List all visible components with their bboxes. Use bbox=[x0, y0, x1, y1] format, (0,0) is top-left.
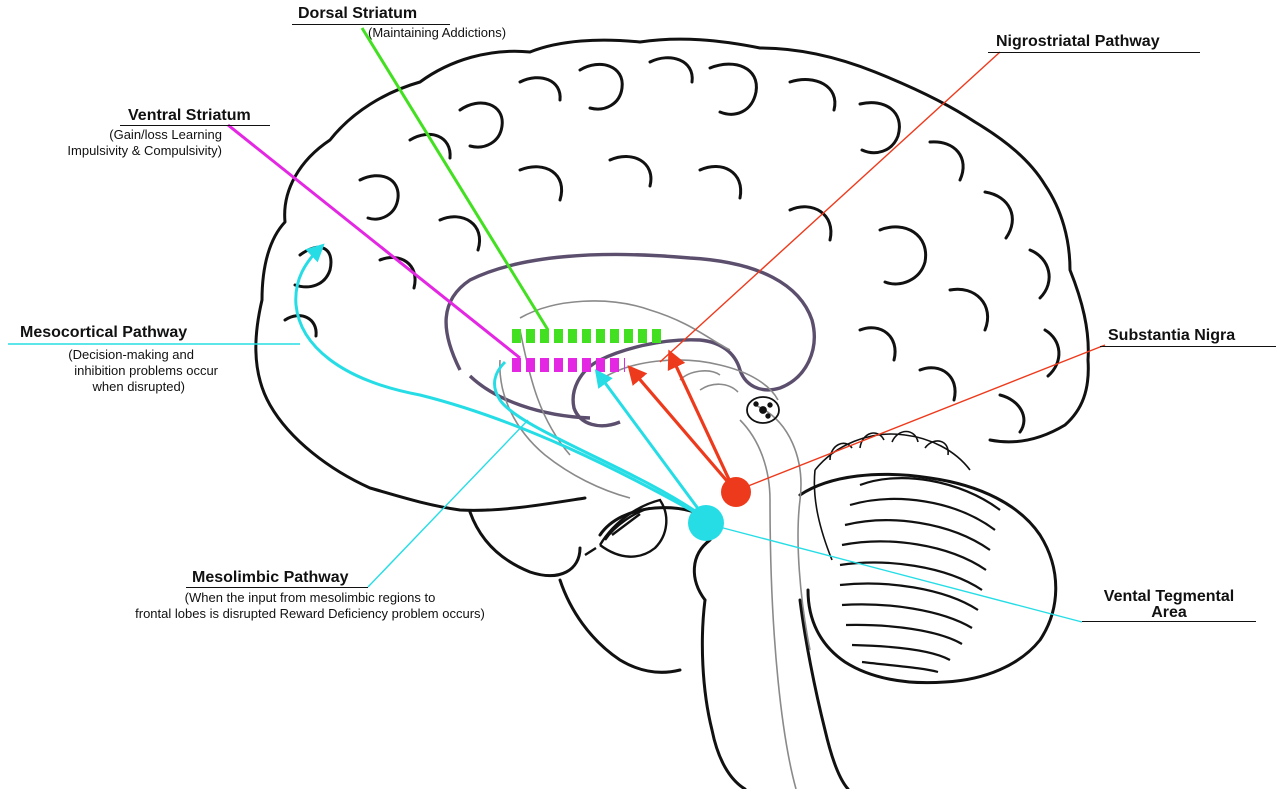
pituitary-icon bbox=[584, 498, 668, 558]
mesocortical-desc-3: when disrupted) bbox=[92, 379, 186, 394]
vta-rule bbox=[1082, 621, 1256, 622]
dorsal-striatum-rule bbox=[292, 24, 450, 25]
ventral-striatum-leader bbox=[227, 123, 521, 360]
nigrostriatal-arrow-1 bbox=[627, 365, 735, 490]
dorsal-striatum-desc: (Maintaining Addictions) bbox=[368, 25, 507, 40]
substantia-nigra-rule bbox=[1100, 346, 1276, 347]
cerebellum-folia bbox=[839, 477, 1001, 674]
substantia-nigra-title: Substantia Nigra bbox=[1108, 327, 1236, 344]
substantia-nigra-leader bbox=[737, 344, 1106, 491]
mesocortical-title: Mesocortical Pathway bbox=[20, 324, 188, 341]
substantia-nigra-dot bbox=[721, 477, 751, 507]
ventral-striatum-desc-1: (Gain/loss Learning bbox=[109, 127, 222, 142]
ventral-striatum-desc-2: Impulsivity & Compulsivity) bbox=[67, 143, 222, 158]
mesolimbic-title: Mesolimbic Pathway bbox=[192, 569, 349, 586]
vta-title-2: Area bbox=[1151, 604, 1187, 621]
nigrostriatal-leader bbox=[659, 51, 1001, 363]
nigrostriatal-rule bbox=[988, 52, 1200, 53]
mesolimbic-desc-1: (When the input from mesolimbic regions … bbox=[184, 590, 436, 605]
vta-title-1: Vental Tegmental bbox=[1103, 588, 1235, 605]
mesolimbic-leader bbox=[367, 419, 529, 588]
thalamus-region bbox=[499, 300, 811, 789]
cerebellum-icon bbox=[798, 472, 1058, 685]
vta-to-striatum bbox=[594, 369, 707, 519]
vta-dot bbox=[688, 505, 724, 541]
ventral-striatum-rule bbox=[120, 125, 270, 126]
mesocortical-desc-2: inhibition problems occur bbox=[74, 363, 218, 378]
nigrostriatal-title: Nigrostriatal Pathway bbox=[996, 33, 1160, 50]
vta-leader bbox=[707, 523, 1083, 623]
mesocortical-pathway bbox=[294, 243, 706, 520]
mesolimbic-pathway bbox=[493, 360, 706, 520]
dorsal-striatum-leader bbox=[360, 27, 550, 331]
ventral-striatum-title: Ventral Striatum bbox=[128, 107, 251, 124]
brain-sagittal-outline-icon bbox=[254, 37, 1090, 789]
mesolimbic-rule bbox=[186, 587, 368, 588]
dorsal-striatum-title: Dorsal Striatum bbox=[298, 5, 418, 22]
mammillary-body bbox=[746, 396, 780, 424]
mesolimbic-desc-2: frontal lobes is disrupted Reward Defici… bbox=[135, 606, 485, 621]
nigrostriatal-arrow-2 bbox=[667, 349, 735, 489]
mesocortical-desc-1: (Decision-making and bbox=[68, 347, 194, 362]
